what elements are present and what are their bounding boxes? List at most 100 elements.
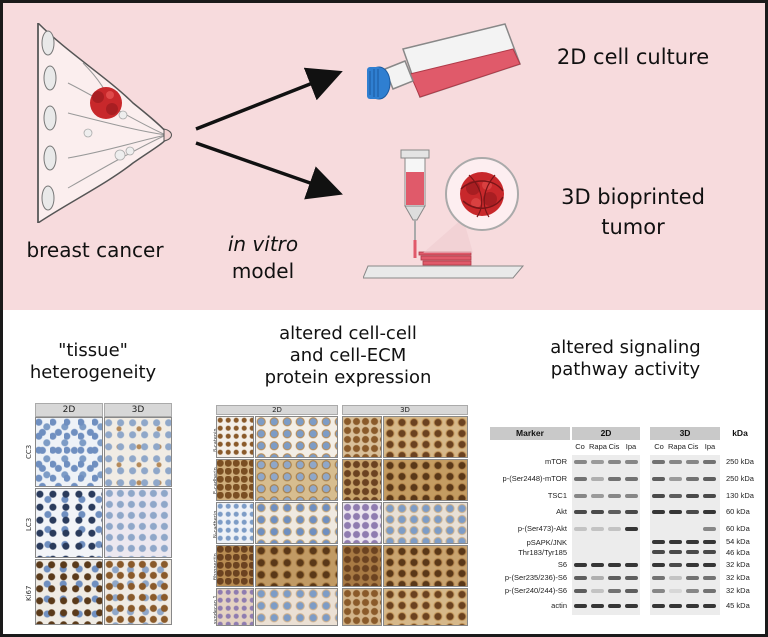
wb-band <box>703 604 716 608</box>
wb-band <box>652 604 665 608</box>
wb-band <box>686 576 699 580</box>
ihc-image <box>255 502 338 544</box>
wb-band <box>608 563 621 567</box>
signaling-title-line1: altered signaling <box>550 337 701 358</box>
wb-band <box>686 604 699 608</box>
adhesion-header-3d: 3D <box>342 405 468 415</box>
wb-kda-label: 32 kDa <box>726 573 750 582</box>
ihc-image <box>104 559 172 625</box>
ihc-image <box>342 459 382 501</box>
wb-band <box>669 576 682 580</box>
branch-2d-label: 2D cell culture <box>556 45 710 69</box>
wb-band <box>703 540 716 544</box>
wb-band <box>652 460 665 464</box>
wb-marker-label: TSC1 <box>547 491 567 500</box>
branch-3d-label: 3D bioprinted tumor <box>533 185 733 239</box>
wb-condition: Co <box>575 442 585 451</box>
wb-band <box>608 477 621 481</box>
tumor-icon <box>90 87 122 119</box>
wb-condition: Cis <box>608 442 620 451</box>
wb-band <box>608 527 621 531</box>
wb-band <box>686 589 699 593</box>
wb-band <box>608 576 621 580</box>
ihc-image <box>342 416 382 458</box>
wb-band <box>686 550 699 554</box>
ihc-image <box>255 459 338 501</box>
ihc-image <box>342 502 382 544</box>
wb-band <box>574 510 587 514</box>
wb-band <box>591 563 604 567</box>
wb-band <box>669 563 682 567</box>
wb-band <box>669 460 682 464</box>
top-schematic-panel: breast cancer in vitro model <box>3 3 765 310</box>
wb-3d-membrane <box>650 455 720 615</box>
wb-band <box>608 589 621 593</box>
heterogeneity-ihc-grid: 2D 3D CC3 LC3 Ki67 <box>23 403 173 625</box>
wb-marker-label: Akt <box>556 507 567 516</box>
wb-band <box>625 494 638 498</box>
wb-kda-label: 54 kDa <box>726 537 750 546</box>
wb-band <box>686 477 699 481</box>
in-vitro-text: in vitro <box>227 232 299 256</box>
wb-band <box>669 540 682 544</box>
branch-arrows <box>195 67 343 200</box>
wb-band <box>591 604 604 608</box>
wb-band <box>652 477 665 481</box>
wb-kda-label: 130 kDa <box>726 491 754 500</box>
wb-band <box>625 576 638 580</box>
wb-band <box>652 576 665 580</box>
wb-marker-label: p-(Ser235/236)-S6 <box>504 573 567 582</box>
wb-band <box>591 477 604 481</box>
wb-band <box>591 510 604 514</box>
wb-condition: Ipa <box>704 442 716 451</box>
ihc-image <box>383 588 468 626</box>
wb-band <box>703 550 716 554</box>
heterogeneity-header-2d: 2D <box>35 403 103 417</box>
wb-band <box>703 460 716 464</box>
wb-marker-label: actin <box>551 601 567 610</box>
wb-group-3d: 3D <box>650 427 720 440</box>
wb-marker-label: mTOR <box>545 457 567 466</box>
wb-band <box>608 604 621 608</box>
ihc-image <box>216 502 254 544</box>
adhesion-ihc-grid: 2D 3D β-catenin E-cadherin N-cadherin fi… <box>208 405 470 626</box>
ihc-image <box>342 588 382 626</box>
branch-3d-line1: 3D bioprinted <box>561 185 705 209</box>
spheroid-magnified-icon <box>445 157 519 231</box>
wb-band <box>669 604 682 608</box>
wb-band <box>591 576 604 580</box>
ihc-image <box>383 416 468 458</box>
wb-band <box>686 460 699 464</box>
wb-condition: Rapa <box>589 442 607 451</box>
wb-band <box>686 540 699 544</box>
wb-kda-label: 250 kDa <box>726 457 754 466</box>
wb-band <box>703 510 716 514</box>
wb-band <box>574 604 587 608</box>
heterogeneity-title-line2: heterogeneity <box>29 362 157 383</box>
wb-band <box>574 589 587 593</box>
wb-band <box>625 589 638 593</box>
wb-band <box>669 550 682 554</box>
wb-kda-label: 250 kDa <box>726 474 754 483</box>
wb-band <box>686 494 699 498</box>
ihc-image <box>35 559 103 625</box>
flask-cap <box>367 66 391 100</box>
wb-marker-label: p-(Ser2448)-mTOR <box>502 474 567 483</box>
wb-band <box>703 477 716 481</box>
signaling-title: altered signaling pathway activity <box>513 337 738 381</box>
model-label: in vitro model <box>208 233 318 283</box>
wb-band <box>608 494 621 498</box>
wb-band <box>703 576 716 580</box>
wb-group-2d: 2D <box>572 427 640 440</box>
branch-3d-line2: tumor <box>601 215 665 240</box>
wb-condition: Ipa <box>625 442 637 451</box>
wb-band <box>669 494 682 498</box>
wb-band <box>574 563 587 567</box>
wb-band <box>591 494 604 498</box>
ihc-image <box>255 545 338 587</box>
ihc-image <box>255 588 338 626</box>
wb-band <box>625 563 638 567</box>
wb-band <box>591 460 604 464</box>
signaling-title-line2: pathway activity <box>550 359 701 380</box>
